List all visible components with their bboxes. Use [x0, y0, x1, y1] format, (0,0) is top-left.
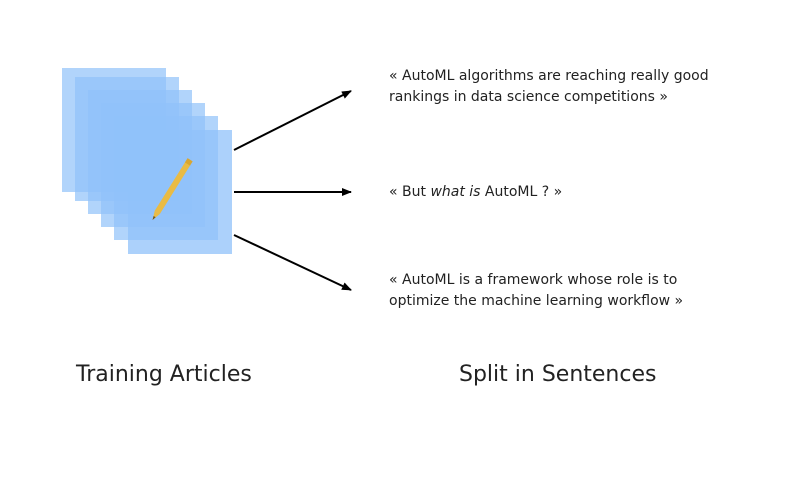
sentence-1-line-1: « AutoML algorithms are reaching really …	[389, 68, 709, 84]
sentence-2-line: « But what is AutoML ? »	[389, 182, 789, 203]
sentence-3-line-1: « AutoML is a framework whose role is to	[389, 272, 678, 288]
sentence-2-prefix: « But	[389, 184, 431, 200]
arrow-to-sentence-1	[233, 90, 352, 151]
caption-split-in-sentences: Split in Sentences	[459, 362, 657, 387]
sentence-2: « But what is AutoML ? »	[389, 182, 789, 203]
article-page	[128, 130, 232, 254]
sentence-3-line-2: optimize the machine learning workflow »	[389, 293, 684, 309]
sentence-3: « AutoML is a framework whose role is to…	[389, 270, 789, 312]
document-stack-icon	[62, 68, 232, 254]
sentence-2-emphasis: what is	[430, 184, 481, 200]
sentence-1: « AutoML algorithms are reaching really …	[389, 66, 789, 108]
sentence-1-line-2: rankings in data science competitions »	[389, 89, 668, 105]
split-arrows	[233, 90, 352, 291]
sentence-2-suffix: AutoML ? »	[480, 184, 563, 200]
pencil-icon	[152, 158, 193, 220]
caption-training-articles: Training Articles	[76, 362, 252, 387]
arrow-to-sentence-3	[233, 234, 352, 291]
